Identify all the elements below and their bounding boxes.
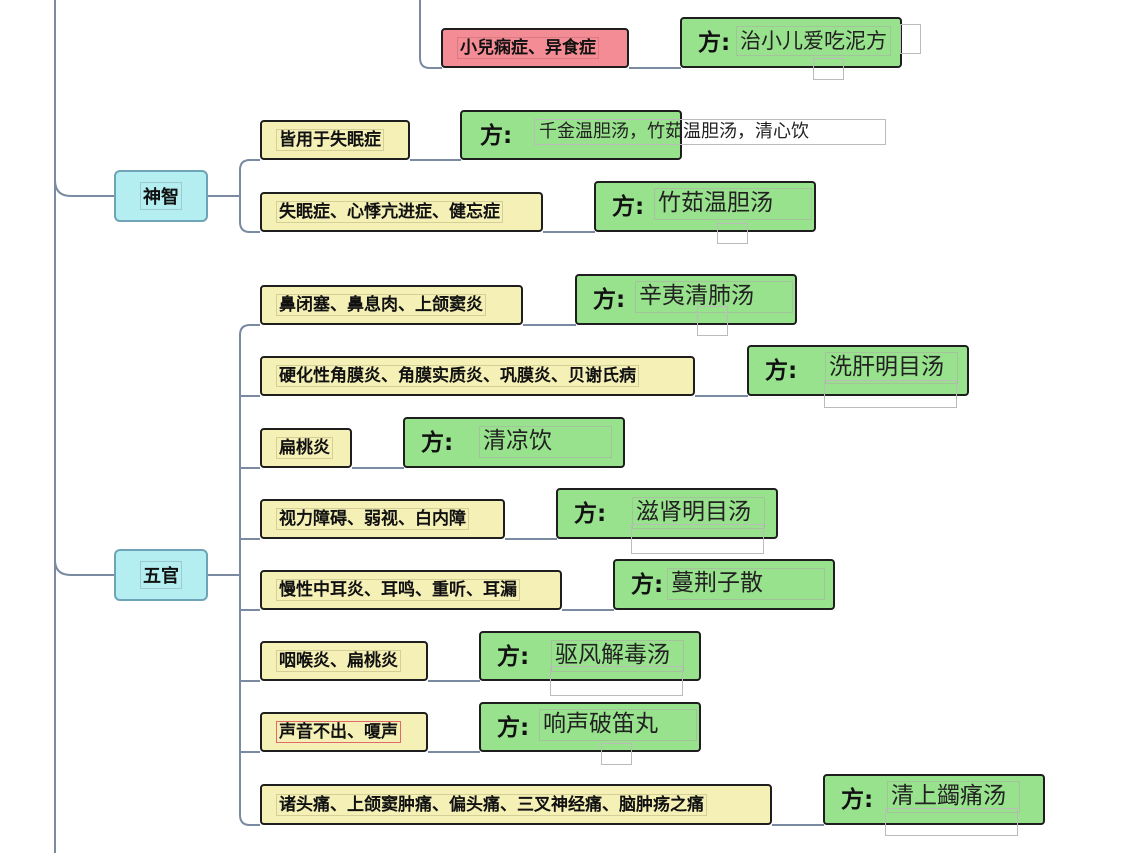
- symptom-node[interactable]: 视力障碍、弱视、白内障: [260, 499, 505, 539]
- symptom-node[interactable]: 扁桃炎: [260, 428, 352, 468]
- remedy-name: 千金温胆汤，竹茹温胆汤，清心饮: [534, 119, 886, 145]
- remedy-name: 响声破笛丸: [539, 709, 697, 741]
- ghost-box: [900, 24, 921, 54]
- symptom-node[interactable]: 失眠症、心悸亢进症、健忘症: [260, 192, 543, 232]
- remedy-name: 竹茹温胆汤: [654, 188, 812, 220]
- remedy-name: 滋肾明目汤: [632, 497, 765, 529]
- symptom-label: 失眠症、心悸亢进症、健忘症: [276, 201, 503, 223]
- symptom-label: 慢性中耳炎、耳鸣、重听、耳漏: [276, 579, 520, 601]
- remedy-name: 洗肝明目汤: [825, 352, 958, 384]
- category-node-wuguan[interactable]: 五官: [114, 549, 208, 601]
- remedy-node[interactable]: 方: 洗肝明目汤: [747, 345, 969, 396]
- remedy-node[interactable]: 方: 蔓荆子散: [613, 559, 835, 610]
- remedy-label: 方:: [841, 787, 874, 813]
- symptom-node-top[interactable]: 小兒痫症、异食症: [441, 28, 629, 68]
- remedy-node[interactable]: 方: 驱风解毒汤: [479, 631, 701, 681]
- remedy-label: 方:: [765, 358, 798, 384]
- ghost-box: [885, 808, 1018, 836]
- remedy-node[interactable]: 方: 辛夷清肺汤: [575, 274, 797, 325]
- symptom-label: 皆用于失眠症: [276, 129, 384, 151]
- symptom-node[interactable]: 鼻闭塞、鼻息肉、上颌窦炎: [260, 285, 523, 325]
- remedy-node[interactable]: 方: 滋肾明目汤: [556, 488, 778, 539]
- remedy-label: 方:: [497, 715, 530, 741]
- ghost-box: [697, 306, 728, 336]
- remedy-label: 方:: [593, 287, 626, 313]
- ghost-box: [601, 743, 632, 765]
- symptom-label: 咽喉炎、扁桃炎: [276, 650, 401, 672]
- remedy-node[interactable]: 方: 竹茹温胆汤: [594, 181, 816, 232]
- remedy-label: 方:: [480, 123, 513, 149]
- ghost-box: [813, 58, 844, 80]
- category-label: 五官: [140, 561, 182, 589]
- symptom-node[interactable]: 声音不出、嗄声: [260, 712, 428, 752]
- remedy-label: 方:: [497, 644, 530, 670]
- symptom-label: 视力障碍、弱视、白内障: [276, 508, 469, 530]
- symptom-node[interactable]: 诸头痛、上颌窦肿痛、偏头痛、三叉神经痛、脑肿疡之痛: [260, 784, 772, 825]
- symptom-label: 小兒痫症、异食症: [457, 37, 599, 59]
- remedy-name: 驱风解毒汤: [551, 640, 684, 672]
- remedy-node[interactable]: 方: 清上蠲痛汤: [823, 774, 1045, 825]
- remedy-node-top[interactable]: 方: 治小儿爱吃泥方: [680, 17, 902, 68]
- remedy-label: 方:: [421, 430, 454, 456]
- remedy-name: 蔓荆子散: [667, 568, 825, 600]
- symptom-label: 硬化性角膜炎、角膜实质炎、巩膜炎、贝谢氏病: [276, 365, 639, 387]
- ghost-box: [717, 223, 748, 244]
- symptom-label: 鼻闭塞、鼻息肉、上颌窦炎: [276, 294, 486, 316]
- remedy-label: 方:: [698, 30, 731, 56]
- remedy-label: 方:: [612, 194, 645, 220]
- symptom-label: 诸头痛、上颌窦肿痛、偏头痛、三叉神经痛、脑肿疡之痛: [276, 793, 707, 816]
- remedy-node[interactable]: 方:: [460, 110, 682, 160]
- ghost-box: [631, 524, 764, 554]
- symptom-label: 扁桃炎: [276, 437, 333, 459]
- symptom-node[interactable]: 慢性中耳炎、耳鸣、重听、耳漏: [260, 570, 562, 610]
- ghost-box: [824, 380, 957, 408]
- remedy-name: 辛夷清肺汤: [635, 281, 793, 313]
- remedy-node[interactable]: 方: 响声破笛丸: [479, 702, 701, 752]
- remedy-name: 清上蠲痛汤: [887, 781, 1020, 813]
- symptom-label: 声音不出、嗄声: [276, 721, 401, 743]
- category-label: 神智: [140, 182, 182, 210]
- symptom-node[interactable]: 硬化性角膜炎、角膜实质炎、巩膜炎、贝谢氏病: [260, 356, 695, 396]
- remedy-node[interactable]: 方: 清凉饮: [403, 417, 625, 468]
- remedy-name: 治小儿爱吃泥方: [736, 26, 891, 56]
- ghost-box: [550, 666, 683, 696]
- symptom-node[interactable]: 咽喉炎、扁桃炎: [260, 641, 428, 681]
- symptom-node[interactable]: 皆用于失眠症: [260, 120, 410, 160]
- remedy-name: 清凉饮: [479, 426, 612, 458]
- remedy-label: 方:: [631, 572, 664, 598]
- remedy-label: 方:: [574, 501, 607, 527]
- category-node-shenzhi[interactable]: 神智: [114, 170, 208, 222]
